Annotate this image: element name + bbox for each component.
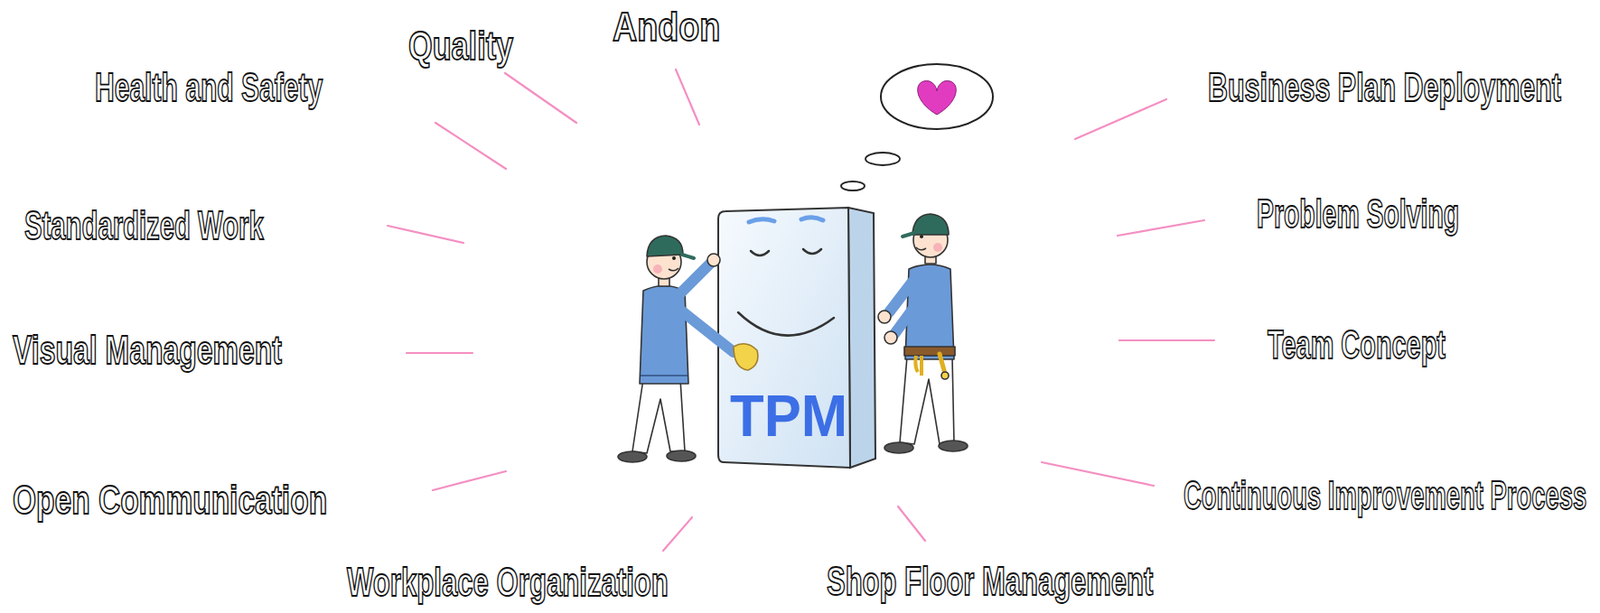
illustration-circle [672, 256, 676, 261]
illustration-path [639, 286, 689, 385]
tpm-pillar-label: Quality [408, 26, 514, 66]
leader-lines [387, 69, 1215, 552]
tpm-machine: TPM [714, 204, 880, 472]
tpm-pillar-label: Open Communication [12, 480, 328, 521]
tpm-pillar-label: Workplace Organization [346, 562, 669, 603]
illustration-circle [707, 253, 721, 267]
thought-bubble [841, 64, 993, 191]
illustration-path [917, 81, 957, 115]
illustration-line [675, 69, 700, 125]
illustration-path [646, 235, 684, 257]
illustration-ellipse [617, 451, 647, 463]
illustration-ellipse [865, 152, 900, 166]
tpm-pillar-label: Continuous Improvement Process [1183, 476, 1587, 516]
illustration-ellipse [884, 442, 914, 454]
illustration-path [679, 263, 711, 295]
illustration-path [915, 355, 922, 376]
illustration-ellipse [938, 440, 968, 452]
illustration-line [387, 225, 464, 244]
illustration-ellipse [841, 181, 865, 191]
illustration-path [718, 207, 851, 468]
illustration-circle [884, 331, 898, 345]
tpm-pillar-label: Andon [612, 7, 721, 47]
illustration-line [435, 122, 506, 169]
illustration-path [632, 379, 685, 454]
illustration-path [748, 219, 775, 223]
tpm-pillar-label: Shop Floor Management [826, 561, 1153, 602]
machine-label: TPM [729, 387, 848, 446]
illustration-circle [941, 372, 949, 380]
illustration-line [1041, 462, 1154, 487]
illustration-path [912, 214, 949, 235]
illustration-line [640, 374, 688, 377]
illustration-ellipse [880, 64, 993, 130]
illustration-line [1117, 220, 1205, 236]
illustration-line [1119, 339, 1215, 342]
illustration-path [939, 354, 946, 375]
illustration-line [1075, 99, 1167, 140]
tpm-pillar-label: Standardized Work [24, 205, 264, 246]
illustration-path [668, 268, 679, 272]
right-worker [878, 214, 968, 454]
illustration-line [898, 506, 926, 542]
illustration-path [738, 312, 834, 337]
illustration-circle [933, 243, 943, 253]
illustration-line [505, 73, 577, 123]
illustration-line [406, 352, 473, 355]
illustration-circle [653, 264, 663, 274]
illustration-line [663, 517, 693, 552]
illustration-rect [904, 346, 955, 356]
illustration-path [682, 254, 694, 259]
tpm-pillar-label: Visual Management [12, 330, 282, 371]
illustration-line [432, 471, 506, 491]
illustration-path [894, 307, 915, 335]
illustration-path [902, 233, 915, 237]
illustration-path [916, 247, 927, 251]
illustration-ellipse [666, 450, 696, 462]
illustration-circle [878, 310, 891, 324]
tpm-pillar-label: Team Concept [1267, 325, 1446, 365]
illustration-path [803, 249, 822, 254]
tpm-pillar-label: Health and Safety [94, 67, 323, 108]
tpm-pillar-label: Problem Solving [1256, 194, 1460, 234]
illustration-path [750, 251, 769, 256]
tpm-pillar-label: Business Plan Deployment [1207, 67, 1562, 108]
illustration-path [848, 207, 876, 468]
illustration-path [801, 217, 824, 221]
